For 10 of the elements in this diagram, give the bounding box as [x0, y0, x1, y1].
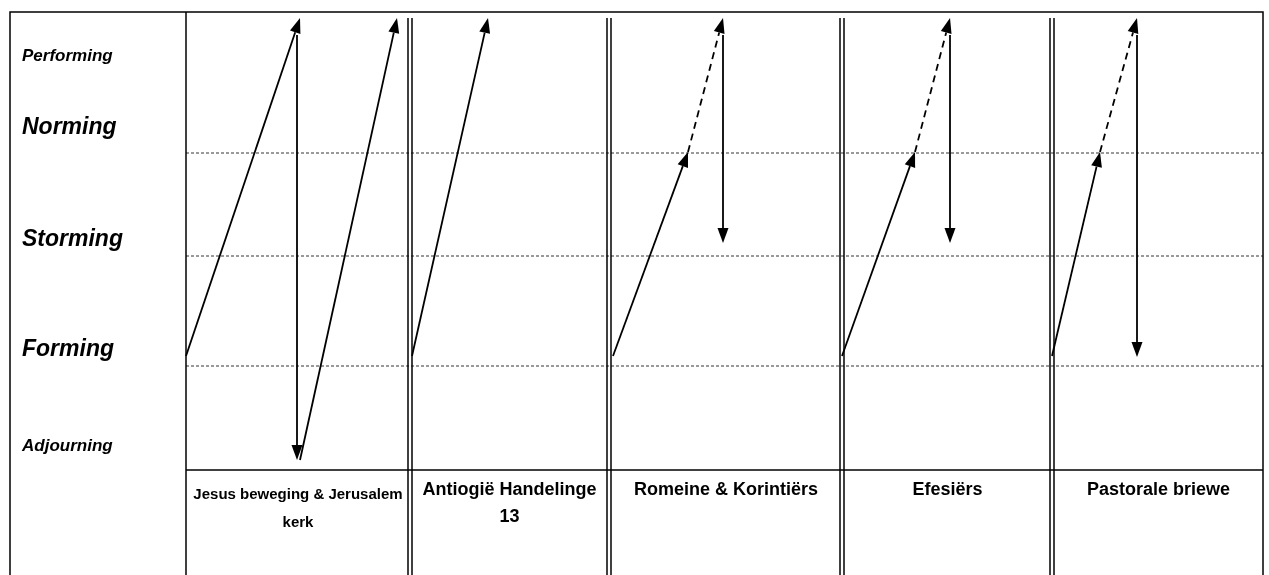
- column-heading: Efesiërs: [911, 478, 984, 501]
- stage-label: Storming: [22, 224, 123, 253]
- column-heading: Pastorale briewe: [1085, 478, 1232, 501]
- column-heading: Romeine & Korintiërs: [632, 478, 819, 501]
- column-heading: Antiogië Handelinge 13: [421, 478, 598, 528]
- stage-label: Adjourning: [22, 435, 113, 457]
- stage-label: Forming: [22, 334, 114, 363]
- stage-label: Norming: [22, 112, 117, 141]
- stage-label: Performing: [22, 45, 113, 67]
- column-heading: Jesus beweging & Jerusalem kerk: [192, 484, 404, 532]
